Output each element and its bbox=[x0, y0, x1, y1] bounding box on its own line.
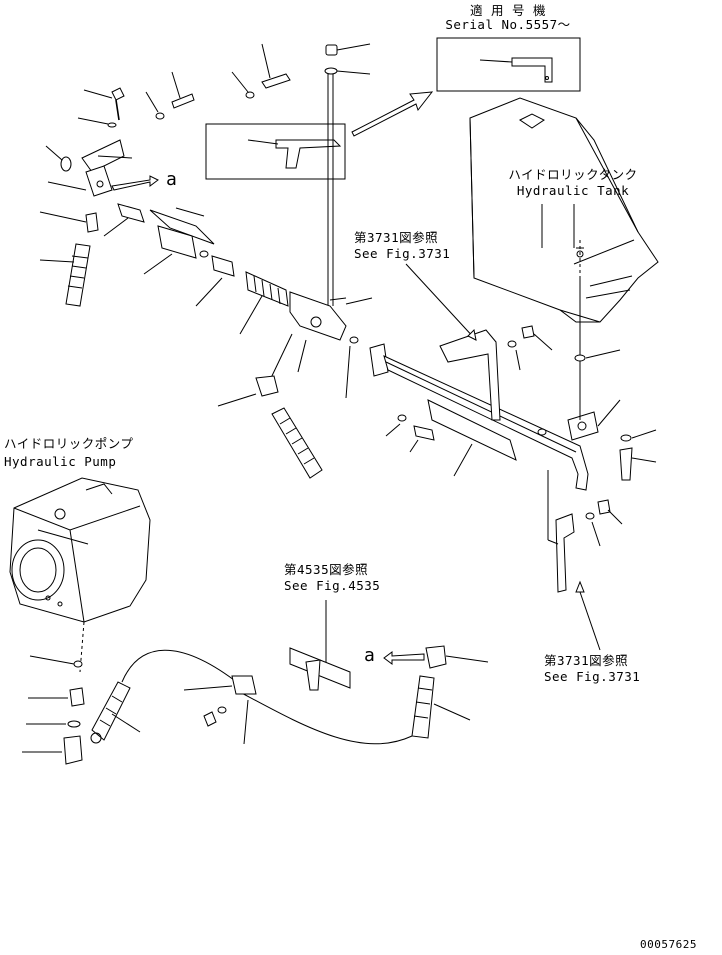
pilot-hose-assembly bbox=[22, 600, 489, 765]
hydraulic-tank bbox=[469, 97, 659, 323]
hydraulic-tank-en: Hydraulic Tank bbox=[516, 183, 630, 198]
ref-fig-4535-en: See Fig.4535 bbox=[284, 578, 381, 593]
upper-left-fittings bbox=[39, 43, 291, 307]
hydraulic-pump-jp: ハイドロリックポンプ bbox=[4, 436, 134, 451]
ref-fig-4535-jp: 第4535図参照 bbox=[284, 562, 369, 577]
marker-a-bottom: a bbox=[364, 645, 376, 666]
ref-fig-3731-bottom-en: See Fig.3731 bbox=[544, 669, 641, 684]
hydraulic-tank-jp: ハイドロリックタンク bbox=[508, 167, 638, 182]
hydraulic-pump-en: Hydraulic Pump bbox=[4, 454, 117, 469]
marker-a-top: a bbox=[166, 169, 178, 190]
middle-fittings bbox=[103, 203, 373, 479]
hydraulic-pump bbox=[9, 477, 151, 673]
right-bracket bbox=[547, 276, 657, 651]
suction-pipe bbox=[369, 325, 599, 491]
ref-fig-3731-top-jp: 第3731図参照 bbox=[354, 230, 439, 245]
serial-box-title: 適 用 号 機 bbox=[469, 3, 547, 18]
serial-number: Serial No.5557～ bbox=[445, 17, 571, 32]
serial-arrow bbox=[351, 91, 434, 137]
serial-inset-box bbox=[436, 37, 581, 92]
vertical-return-line bbox=[324, 43, 371, 306]
drawing-number: 00057625 bbox=[640, 938, 697, 951]
reference-leaders bbox=[405, 204, 575, 341]
ref-fig-3731-bottom-jp: 第3731図参照 bbox=[544, 653, 629, 668]
bracket-inset-box bbox=[205, 123, 346, 180]
ref-fig-3731-top-en: See Fig.3731 bbox=[354, 246, 451, 261]
